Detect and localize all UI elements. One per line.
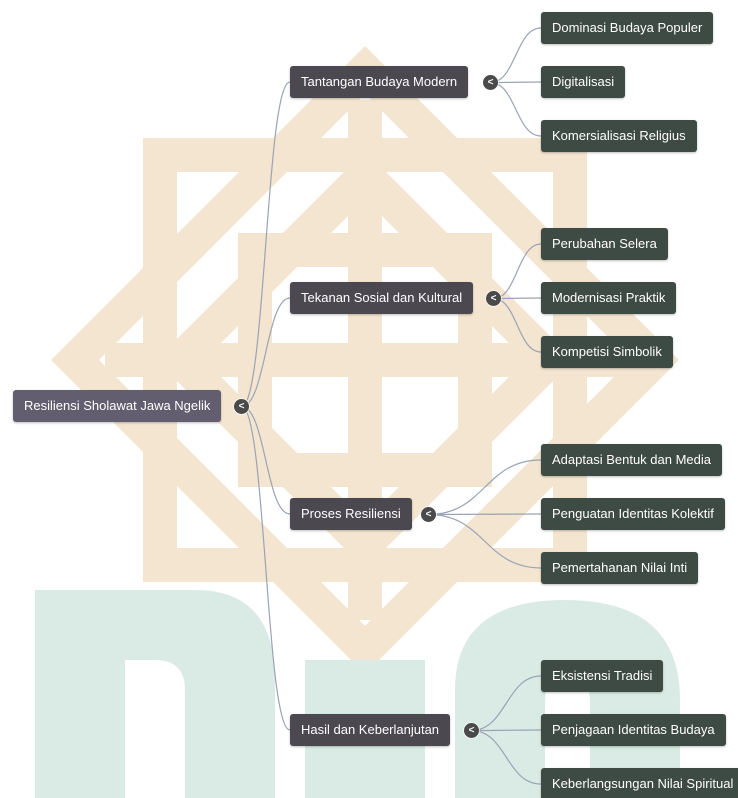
leaf-node-dominasi-budaya-populer[interactable]: Dominasi Budaya Populer (541, 12, 714, 44)
root-collapse-toggle[interactable]: < (234, 399, 249, 414)
leaf-node-penjagaan-identitas-budaya[interactable]: Penjagaan Identitas Budaya (541, 714, 726, 746)
branch-collapse-toggle[interactable]: < (486, 291, 501, 306)
leaf-node-eksistensi-tradisi[interactable]: Eksistensi Tradisi (541, 660, 664, 692)
branch-collapse-toggle[interactable]: < (483, 75, 498, 90)
root-node[interactable]: Resiliensi Sholawat Jawa Ngelik (13, 390, 222, 422)
branch-to-leaf-connector (493, 243, 542, 300)
leaf-node-digitalisasi[interactable]: Digitalisasi (541, 66, 626, 98)
branch-to-leaf-connector (490, 27, 542, 84)
branch-node-proses-resiliensi[interactable]: Proses Resiliensi (290, 498, 412, 530)
branch-collapse-toggle[interactable]: < (464, 723, 479, 738)
branch-to-leaf-connector (471, 729, 542, 785)
branch-to-leaf-connector (471, 729, 542, 732)
leaf-node-penguatan-identitas-kolektif[interactable]: Penguatan Identitas Kolektif (541, 498, 725, 530)
branch-collapse-toggle[interactable]: < (421, 507, 436, 522)
branch-node-hasil-dan-keberlanjutan[interactable]: Hasil dan Keberlanjutan (290, 714, 451, 746)
branch-node-tantangan-budaya-modern[interactable]: Tantangan Budaya Modern (290, 66, 469, 98)
leaf-node-keberlangsungan-nilai-spiritual[interactable]: Keberlangsungan Nilai Spiritual (541, 768, 738, 798)
branch-node-tekanan-sosial-dan-kultural[interactable]: Tekanan Sosial dan Kultural (290, 282, 474, 314)
leaf-node-modernisasi-praktik[interactable]: Modernisasi Praktik (541, 282, 677, 314)
leaf-node-perubahan-selera[interactable]: Perubahan Selera (541, 228, 668, 260)
leaf-node-komersialisasi-religius[interactable]: Komersialisasi Religius (541, 120, 697, 152)
branch-to-leaf-connector (471, 675, 542, 732)
root-to-branch-connector (241, 405, 291, 515)
branch-to-leaf-connector (490, 81, 542, 137)
branch-to-leaf-connector (428, 459, 542, 516)
branch-to-leaf-connector (490, 81, 542, 84)
leaf-node-pemertahanan-nilai-inti[interactable]: Pemertahanan Nilai Inti (541, 552, 699, 584)
leaf-node-adaptasi-bentuk-dan-media[interactable]: Adaptasi Bentuk dan Media (541, 444, 722, 476)
root-to-branch-connector (241, 297, 291, 408)
branch-to-leaf-connector (428, 513, 542, 569)
leaf-node-kompetisi-simbolik[interactable]: Kompetisi Simbolik (541, 336, 673, 368)
root-to-branch-connector (241, 81, 291, 408)
branch-to-leaf-connector (493, 297, 542, 353)
branch-to-leaf-connector (428, 513, 542, 516)
root-to-branch-connector (241, 405, 291, 731)
